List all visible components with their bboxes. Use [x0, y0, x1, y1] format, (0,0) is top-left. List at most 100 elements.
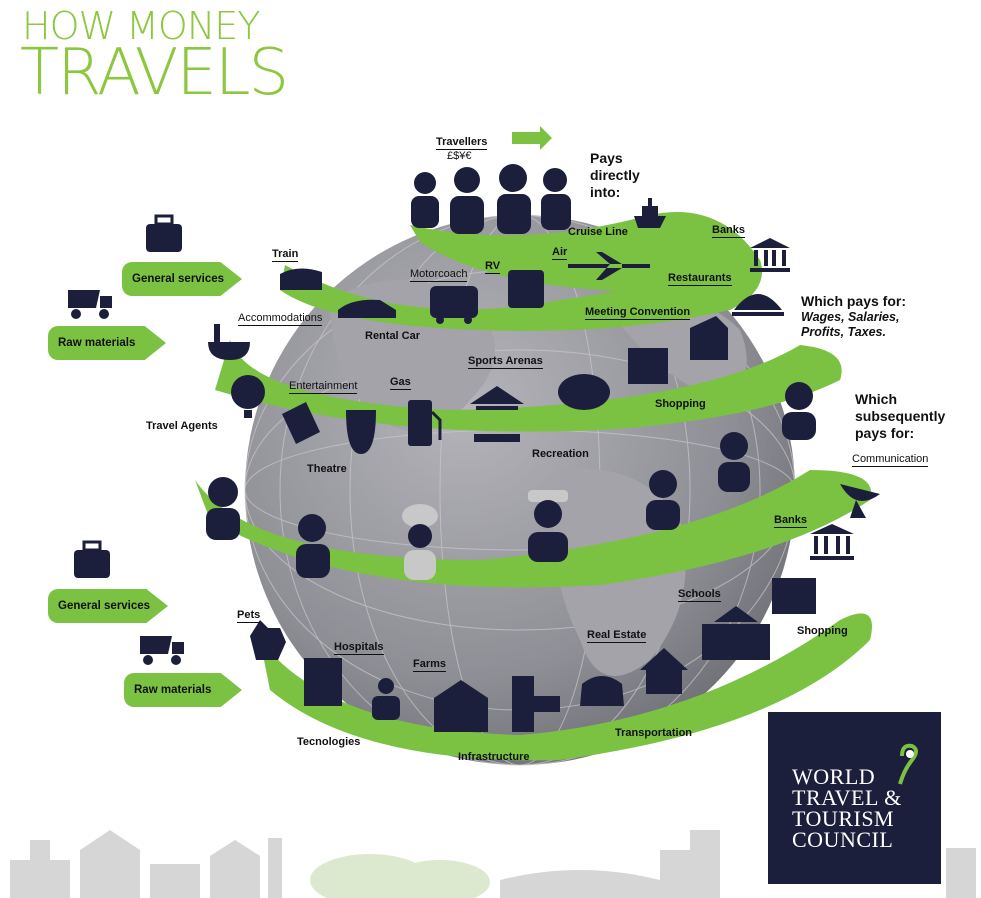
- police-officer-icon: [718, 432, 750, 492]
- label-tecnologies: Tecnologies: [297, 736, 361, 748]
- heading-line: Which: [855, 391, 897, 407]
- carousel-icon: [470, 386, 524, 442]
- satellite-dish-icon: [840, 484, 880, 518]
- arrow-label: General services: [58, 600, 151, 612]
- label-transportation: Transportation: [615, 727, 693, 739]
- heading-line: Pays: [590, 150, 623, 166]
- label-recreation: Recreation: [532, 448, 589, 460]
- label-gas: Gas: [390, 376, 411, 390]
- heading-line: into:: [590, 184, 621, 200]
- captain-icon: [528, 490, 568, 562]
- luggage-icon: [74, 540, 110, 578]
- cloche-icon: [732, 294, 784, 316]
- robot-icon: [372, 678, 400, 720]
- arrow-general-services-top: General services: [122, 262, 242, 296]
- label-rv: RV: [485, 260, 501, 274]
- label-rental-car: Rental Car: [365, 330, 421, 342]
- label-hospitals: Hospitals: [334, 641, 384, 655]
- title-line-1: HOW MONEY: [22, 4, 260, 48]
- label-banks-top: Banks: [712, 224, 746, 238]
- ticket-icon: [282, 402, 320, 444]
- label-travel-agents: Travel Agents: [146, 420, 218, 432]
- arrow-icon: [512, 126, 552, 150]
- label-accommodations: Accommodations: [238, 312, 323, 326]
- label-motorcoach: Motorcoach: [410, 268, 468, 282]
- logo-line: COUNCIL: [792, 827, 894, 852]
- dump-truck-icon: [68, 290, 112, 319]
- label-travellers: Travellers: [436, 136, 488, 150]
- worker-icon: [646, 470, 680, 530]
- road-icon: [512, 676, 560, 732]
- heading-pays-directly: Pays directly into:: [590, 150, 640, 201]
- label-sports-arenas: Sports Arenas: [468, 355, 543, 369]
- heading-line: subsequently: [855, 408, 946, 424]
- label-train: Train: [272, 248, 299, 262]
- label-entertainment: Entertainment: [289, 380, 358, 394]
- luggage-icon: [146, 214, 182, 252]
- heading-which-pays: Which pays for: Wages, Salaries, Profits…: [801, 293, 906, 340]
- mall-icon: [772, 578, 816, 614]
- rv-icon: [508, 270, 544, 308]
- label-banks-bottom: Banks: [774, 514, 808, 528]
- logo-line: TOURISM: [792, 806, 895, 831]
- label-infrastructure: Infrastructure: [458, 751, 530, 763]
- hospital-icon: [304, 658, 342, 706]
- waiter-icon: [296, 514, 330, 578]
- heading-subsequently: Which subsequently pays for:: [855, 391, 945, 442]
- woman-icon: [206, 477, 240, 540]
- train-icon: [280, 268, 322, 290]
- logo-swirl-icon: [898, 743, 918, 785]
- label-pets: Pets: [237, 609, 261, 623]
- wttc-logo: WORLD TRAVEL & TOURISM COUNCIL: [768, 712, 941, 884]
- title-line-2: TRAVELS: [20, 36, 289, 110]
- globe-icon: [231, 375, 265, 418]
- city-skyline-icon: [10, 830, 720, 898]
- bank-icon: [750, 238, 790, 272]
- house-dollar-icon: [640, 648, 688, 694]
- arrow-label: Raw materials: [58, 337, 136, 349]
- label-restaurants: Restaurants: [668, 272, 732, 286]
- arrow-label: Raw materials: [134, 684, 212, 696]
- barn-icon: [434, 680, 488, 732]
- label-shopping-top: Shopping: [655, 398, 706, 410]
- bank-icon: [810, 524, 854, 560]
- heading-line: Which pays for:: [801, 293, 907, 309]
- building-icon: [946, 848, 976, 898]
- travellers-icon: [411, 164, 571, 234]
- school-icon: [702, 606, 770, 660]
- airplane-icon: [568, 252, 650, 280]
- arrow-label: General services: [132, 273, 225, 285]
- label-theatre: Theatre: [307, 463, 347, 475]
- label-schools: Schools: [678, 588, 721, 602]
- mall-icon: [628, 348, 668, 384]
- dump-truck-icon: [140, 636, 184, 665]
- label-farms: Farms: [413, 658, 447, 672]
- stadium-icon: [558, 374, 610, 410]
- heading-line: directly: [590, 167, 640, 183]
- label-currency: £$¥€: [447, 150, 472, 162]
- chef-icon: [402, 504, 438, 580]
- heading-line: Profits, Taxes.: [801, 325, 886, 339]
- bus-icon: [430, 286, 478, 324]
- logo-line: WORLD: [792, 764, 876, 789]
- label-communication: Communication: [852, 453, 929, 467]
- label-meeting-convention: Meeting Convention: [585, 306, 691, 320]
- heading-line: Wages, Salaries,: [801, 310, 900, 324]
- arrow-general-services-bottom: General services: [48, 589, 168, 623]
- heading-line: pays for:: [855, 425, 915, 441]
- car-front-icon: [580, 676, 624, 706]
- money-ribbon: [195, 212, 872, 761]
- person-headset-icon: [782, 382, 816, 440]
- arrow-raw-materials-bottom: Raw materials: [124, 673, 242, 707]
- gas-pump-icon: [408, 400, 442, 446]
- label-cruise-line: Cruise Line: [568, 226, 628, 238]
- logo-line: TRAVEL &: [792, 785, 902, 810]
- dog-icon: [250, 620, 286, 660]
- label-real-estate: Real Estate: [587, 629, 647, 643]
- convention-building-icon: [690, 316, 728, 360]
- label-shopping-bottom: Shopping: [797, 625, 848, 637]
- bathtub-icon: [208, 324, 250, 360]
- arrow-raw-materials-top: Raw materials: [48, 326, 166, 360]
- theatre-mask-icon: [346, 410, 376, 454]
- cruise-ship-icon: [634, 198, 666, 228]
